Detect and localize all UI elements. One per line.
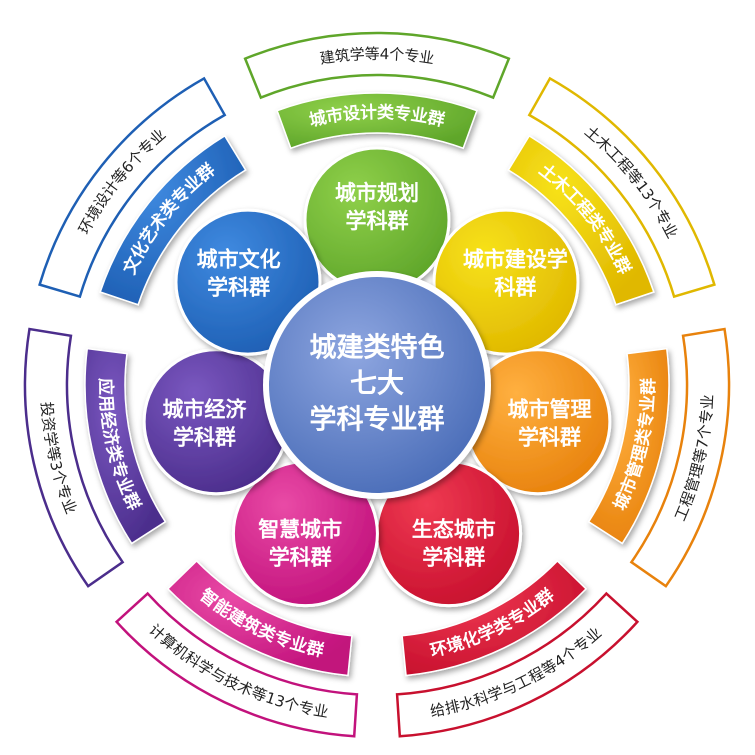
- center-title-line: 学科专业群: [310, 404, 445, 436]
- petal-label-line: 城市规划: [335, 181, 419, 205]
- petal-label-line: 智慧城市: [258, 517, 342, 541]
- outer-label-planning: 建筑学等4个专业: [243, 31, 511, 100]
- outer-label-frame: [629, 327, 731, 588]
- band-planning: 城市设计类专业群: [276, 92, 478, 150]
- center-title-line: 城建类特色: [310, 332, 445, 364]
- petal-label-line: 城市文化: [197, 248, 281, 272]
- petal-label-line: 学科群: [207, 276, 270, 300]
- outer-label-frame: [395, 591, 640, 738]
- band-shape: [99, 134, 247, 306]
- band-shape: [587, 347, 670, 545]
- outer-label-frame: [114, 591, 359, 738]
- band-shape: [507, 134, 655, 306]
- outer-label-frame: [243, 31, 511, 100]
- petal-label-line: 城市建设学: [463, 248, 568, 272]
- petal-label-line: 学科群: [173, 425, 236, 449]
- band-shape: [166, 559, 353, 677]
- petal-label-line: 城市经济: [162, 397, 247, 421]
- petal-label-line: 学科群: [269, 545, 332, 569]
- petal-label-line: 学科群: [518, 425, 581, 449]
- outer-label-frame: [527, 76, 716, 299]
- band-shape: [84, 347, 167, 545]
- svg-text:建筑学等4个专业: 建筑学等4个专业: [318, 44, 435, 67]
- band-shape: [401, 559, 588, 677]
- center-circle: [269, 277, 485, 493]
- band-shape: [276, 92, 478, 150]
- petal-label-line: 生态城市: [412, 517, 496, 541]
- outer-label-frame: [38, 76, 227, 299]
- petal-circle: [174, 208, 322, 356]
- outer-label-frame: [23, 327, 125, 588]
- petal-label-line: 学科群: [422, 545, 485, 569]
- outer-label-text: 建筑学等4个专业: [318, 44, 435, 67]
- petal-label-line: 城市管理: [508, 397, 592, 421]
- petal-label-line: 科群: [494, 276, 536, 300]
- center-title-line: 七大: [350, 369, 404, 400]
- petal-circle: [432, 208, 580, 356]
- petal-label-line: 学科群: [346, 209, 409, 233]
- outer-label-economy: 投资学等3个专业: [23, 327, 125, 588]
